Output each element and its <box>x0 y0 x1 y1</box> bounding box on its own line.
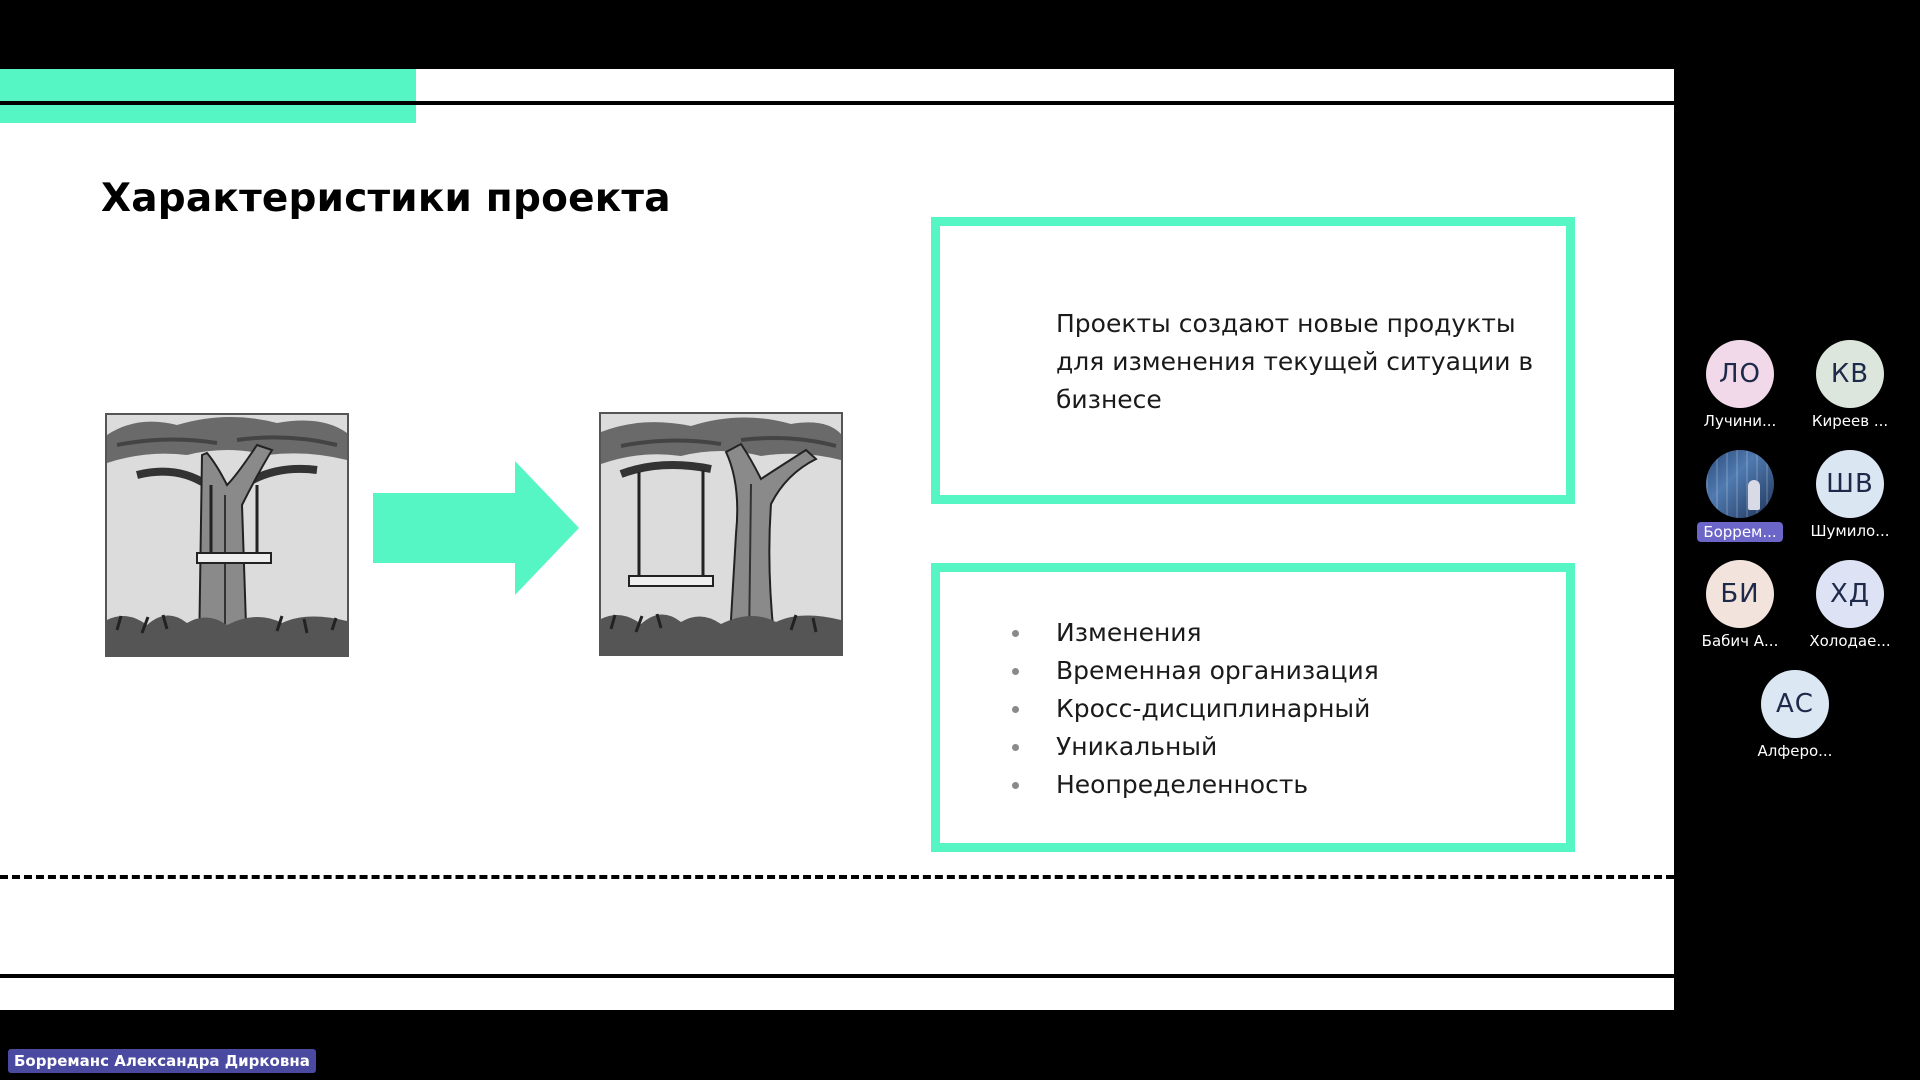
participant-tile[interactable]: ШВ Шумило... <box>1795 450 1905 540</box>
list-item: Изменения <box>1012 614 1379 652</box>
slide-top-rule <box>0 101 1674 105</box>
characteristics-list: Изменения Временная организация Кросс-ди… <box>1012 614 1379 804</box>
bullet-icon <box>1012 782 1019 789</box>
project-definition-text: Проекты создают новые продукты для измен… <box>1056 309 1534 414</box>
participant-tile[interactable]: АС Алферо... <box>1740 670 1850 760</box>
definition-box: Проекты создают новые продукты для измен… <box>931 217 1575 504</box>
list-item: Кросс-дисциплинарный <box>1012 690 1379 728</box>
list-item: Временная организация <box>1012 652 1379 690</box>
avatar: БИ <box>1706 560 1774 628</box>
bullet-icon <box>1012 630 1019 637</box>
photo-background <box>1706 450 1774 518</box>
tree-with-swing-inside-image <box>105 413 349 657</box>
bullet-icon <box>1012 668 1019 675</box>
avatar: АС <box>1761 670 1829 738</box>
avatar: КВ <box>1816 340 1884 408</box>
active-speaker-label: Борреманс Александра Дирковна <box>8 1049 316 1073</box>
participant-tile-active[interactable]: Боррем... <box>1685 450 1795 542</box>
bullet-icon <box>1012 706 1019 713</box>
participant-name: Киреев ... <box>1811 412 1889 430</box>
participant-name: Шумило... <box>1810 522 1890 540</box>
slide-title: Характеристики проекта <box>101 176 671 221</box>
avatar: ШВ <box>1816 450 1884 518</box>
person-figure <box>1748 480 1760 510</box>
participant-name: Боррем... <box>1697 522 1783 542</box>
participant-tile[interactable]: КВ Киреев ... <box>1795 340 1905 430</box>
tree-with-hanging-swing-image <box>599 412 843 656</box>
participant-name: Бабич А... <box>1701 632 1779 650</box>
participant-tile[interactable]: ЛО Лучини... <box>1685 340 1795 430</box>
transition-arrow-icon <box>373 461 579 595</box>
avatar: ХД <box>1816 560 1884 628</box>
list-item: Неопределенность <box>1012 766 1379 804</box>
presentation-slide: Характеристики проекта <box>0 69 1674 1010</box>
list-item: Уникальный <box>1012 728 1379 766</box>
bullet-icon <box>1012 744 1019 751</box>
slide-dashed-divider <box>0 875 1674 879</box>
slide-accent-bar <box>0 69 416 123</box>
slide-bottom-rule <box>0 974 1674 978</box>
participant-name: Холодае... <box>1809 632 1891 650</box>
avatar-photo <box>1706 450 1774 518</box>
participant-name: Алферо... <box>1757 742 1833 760</box>
characteristics-box: Изменения Временная организация Кросс-ди… <box>931 563 1575 852</box>
participant-name: Лучини... <box>1703 412 1777 430</box>
avatar: ЛО <box>1706 340 1774 408</box>
participant-tile[interactable]: БИ Бабич А... <box>1685 560 1795 650</box>
participant-tile[interactable]: ХД Холодае... <box>1795 560 1905 650</box>
